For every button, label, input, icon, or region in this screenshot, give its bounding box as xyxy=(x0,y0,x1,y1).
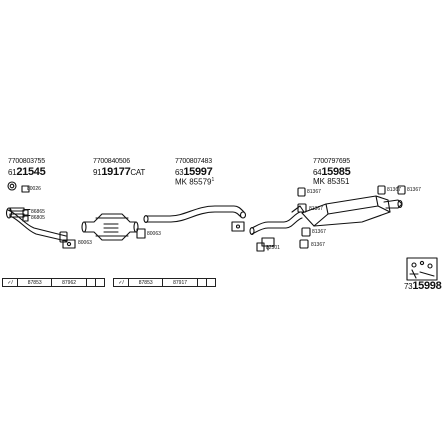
ref-1: 7700803755 xyxy=(8,158,45,165)
table-row: ✓/ 87853 87962 xyxy=(2,278,106,287)
footer-code-main: 15998 xyxy=(412,280,442,292)
small-clamps xyxy=(21,185,265,252)
table-row: ✓/ 87853 87917 xyxy=(113,278,217,287)
part-81367-e: 81367 xyxy=(312,229,326,235)
mk-4-number: 85351 xyxy=(327,177,350,186)
ref-4: 7700797695 xyxy=(313,158,350,165)
mk-3-label: MK xyxy=(175,177,187,187)
middle-pipe xyxy=(143,205,247,232)
table-cell: 87853 xyxy=(127,278,164,287)
mk-code-3: MK 855791 xyxy=(175,178,214,187)
table-cell xyxy=(94,278,106,287)
part-86865: 86865 xyxy=(31,209,45,215)
code-2-main: 19177 xyxy=(101,166,131,178)
table-marker-left: ✓/ xyxy=(2,278,18,287)
hardware-kit-icon xyxy=(406,257,438,281)
code-4-prefix: 64 xyxy=(313,168,322,177)
table-cell: 87962 xyxy=(51,278,87,287)
code-1-main: 21545 xyxy=(16,166,46,178)
part-81367-f: 81367 xyxy=(311,242,325,248)
footer-code-prefix: 73 xyxy=(404,282,413,291)
part-82501: 82501 xyxy=(266,245,280,251)
table-cell xyxy=(196,278,207,287)
rubber-mounts xyxy=(297,185,406,249)
code-4-main: 15985 xyxy=(321,166,351,178)
part-80063-b: 80063 xyxy=(147,231,161,237)
gasket-ring-80026 xyxy=(7,181,17,191)
code-3: 6315997 xyxy=(175,166,213,178)
ref-3: 7700807483 xyxy=(175,158,212,165)
catalytic-converter xyxy=(81,213,139,241)
parts-table-left: ✓/ 87853 87962 xyxy=(2,278,106,287)
code-3-prefix: 63 xyxy=(175,168,184,177)
code-1: 6121545 xyxy=(8,166,46,178)
rear-muffler xyxy=(301,195,403,227)
clamp-80063-a xyxy=(62,239,76,249)
table-cell: 87853 xyxy=(16,278,53,287)
code-2-suffix: CAT xyxy=(130,168,145,177)
ref-2: 7700840506 xyxy=(93,158,130,165)
table-cell xyxy=(85,278,96,287)
mk-3-sup: 1 xyxy=(211,177,215,183)
part-81367-c: 81367 xyxy=(407,187,421,193)
part-81367-a: 81367 xyxy=(307,189,321,195)
clamp-80063-b xyxy=(136,228,146,239)
table-marker-right: ✓/ xyxy=(113,278,129,287)
part-80063-a: 80063 xyxy=(78,240,92,246)
part-81367-d: 81367 xyxy=(309,206,323,212)
code-3-main: 15997 xyxy=(183,166,213,178)
mk-4-label: MK xyxy=(313,177,325,186)
code-2: 9119177CAT xyxy=(93,167,145,178)
table-cell: 87917 xyxy=(162,278,198,287)
parts-table-right: ✓/ 87853 87917 xyxy=(113,278,217,287)
code-2-prefix: 91 xyxy=(93,168,102,177)
part-80026: 80026 xyxy=(27,186,41,192)
mk-3-number: 85579 xyxy=(189,177,212,187)
part-86805: 86805 xyxy=(31,215,45,221)
part-81367-b: 81367 xyxy=(387,187,401,193)
mk-code-4: MK 85351 xyxy=(313,178,349,186)
code-4: 6415985 xyxy=(313,166,351,178)
table-cell xyxy=(205,278,217,287)
code-1-prefix: 61 xyxy=(8,168,17,177)
footer-code: 7315998 xyxy=(404,280,442,292)
